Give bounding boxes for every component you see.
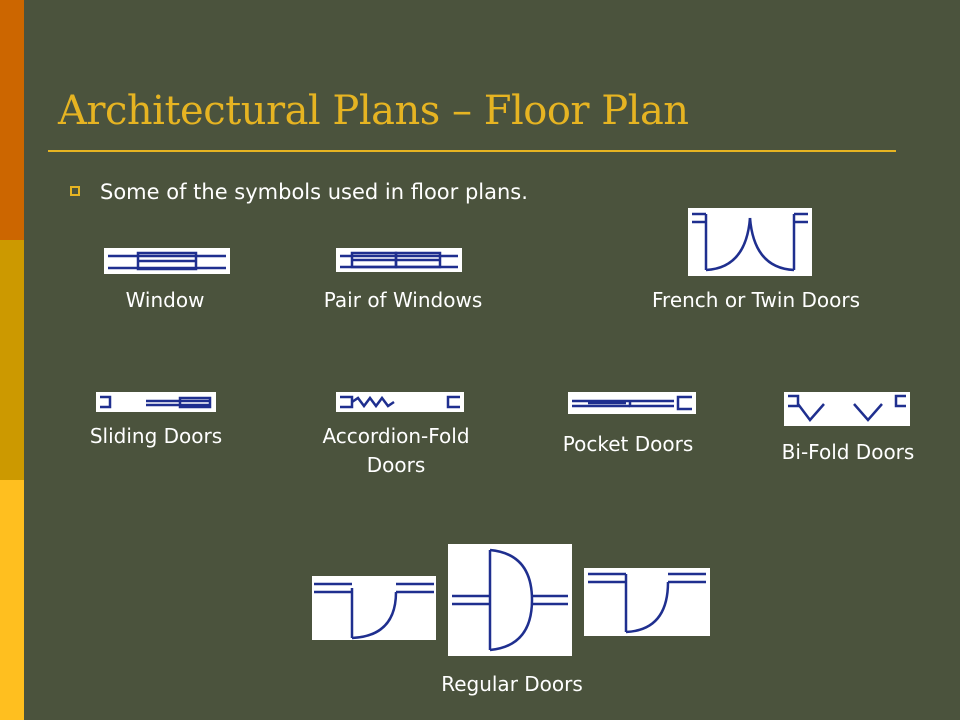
bi-fold-doors-symbol [784,392,910,426]
pocket-doors-label: Pocket Doors [562,432,694,456]
bi-fold-doors-label: Bi-Fold Doors [781,440,915,464]
accent-bar-middle [0,240,24,480]
regular-door-symbol-right [584,568,710,636]
pocket-doors-symbol [568,392,696,414]
pair-of-windows-symbol [336,248,462,272]
sliding-doors-symbol [96,392,216,412]
regular-doors-label: Regular Doors [441,672,583,696]
regular-door-symbol-left [312,576,436,640]
title-divider [48,150,896,152]
window-symbol [104,248,230,274]
accent-bar-top [0,0,24,240]
sliding-doors-label: Sliding Doors [89,424,223,448]
french-doors-label: French or Twin Doors [651,288,861,312]
window-label: Window [125,288,205,312]
accent-bar-bottom [0,480,24,720]
french-doors-symbol [688,208,812,276]
bullet-square-icon [70,186,80,196]
slide-title: Architectural Plans – Floor Plan [58,88,689,134]
regular-door-symbol-center [448,544,572,656]
bullet-text: Some of the symbols used in floor plans. [100,180,528,204]
accordion-fold-doors-symbol [336,392,464,412]
accordion-fold-doors-label: Accordion-Fold Doors [322,424,470,477]
pair-of-windows-label: Pair of Windows [323,288,483,312]
